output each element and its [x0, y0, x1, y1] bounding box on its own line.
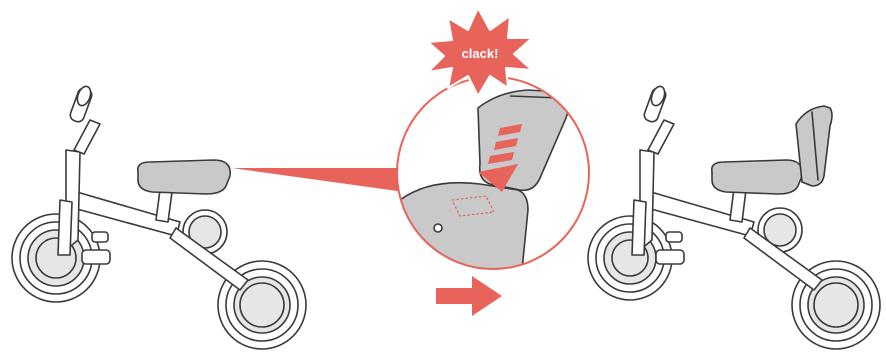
- detail-magnifier: [397, 77, 589, 270]
- seat-icon: [712, 160, 802, 194]
- tricycle-after-illustration: [588, 85, 880, 349]
- tricycle-before-illustration: [12, 85, 306, 349]
- stem-icon: [74, 120, 100, 154]
- clack-label: clack!: [462, 46, 499, 61]
- right-arrow-icon: [436, 276, 502, 316]
- seat-post-icon: [156, 190, 172, 222]
- backrest-icon: [796, 106, 832, 186]
- stem-icon: [648, 120, 674, 154]
- seat-icon: [138, 160, 230, 194]
- detail-pointer: [232, 168, 404, 192]
- seat-closeup-icon: [400, 183, 528, 270]
